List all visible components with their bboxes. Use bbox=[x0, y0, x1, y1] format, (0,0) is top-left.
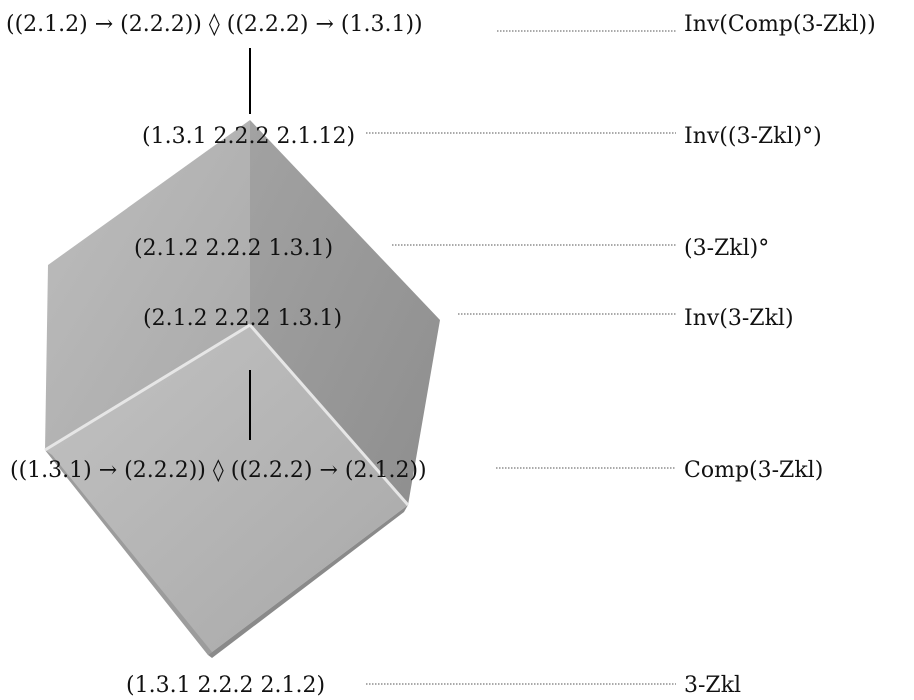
name-inv: Inv(3-Zkl) bbox=[684, 306, 794, 331]
cube-edge-highlight-left bbox=[44, 323, 251, 452]
name-inv-comp: Inv(Comp(3-Zkl)) bbox=[684, 12, 876, 37]
name-dual: (3-Zkl)° bbox=[684, 236, 769, 261]
expression-inv-dual: (1.3.1 2.2.2 2.1.12) bbox=[142, 124, 355, 149]
name-base: 3-Zkl bbox=[684, 673, 741, 698]
cube-face-bottom bbox=[45, 325, 408, 655]
cube-shadow-edge bbox=[45, 450, 212, 655]
expression-inv: (2.1.2 2.2.2 1.3.1) bbox=[143, 306, 342, 331]
expression-inv-comp: ((2.1.2) → (2.2.2)) ◊ ((2.2.2) → (1.3.1)… bbox=[6, 12, 423, 37]
cube-face-right bbox=[250, 120, 440, 505]
cube-shadow-edge-right bbox=[208, 505, 408, 658]
name-comp: Comp(3-Zkl) bbox=[684, 458, 823, 483]
expression-dual: (2.1.2 2.2.2 1.3.1) bbox=[134, 236, 333, 261]
expression-comp: ((1.3.1) → (2.2.2)) ◊ ((2.2.2) → (2.1.2)… bbox=[10, 458, 427, 483]
expression-base: (1.3.1 2.2.2 2.1.2) bbox=[126, 673, 325, 698]
name-inv-dual: Inv((3-Zkl)°) bbox=[684, 124, 822, 149]
cube-edge-highlight-right bbox=[248, 324, 410, 506]
cube-face-left bbox=[45, 120, 250, 450]
